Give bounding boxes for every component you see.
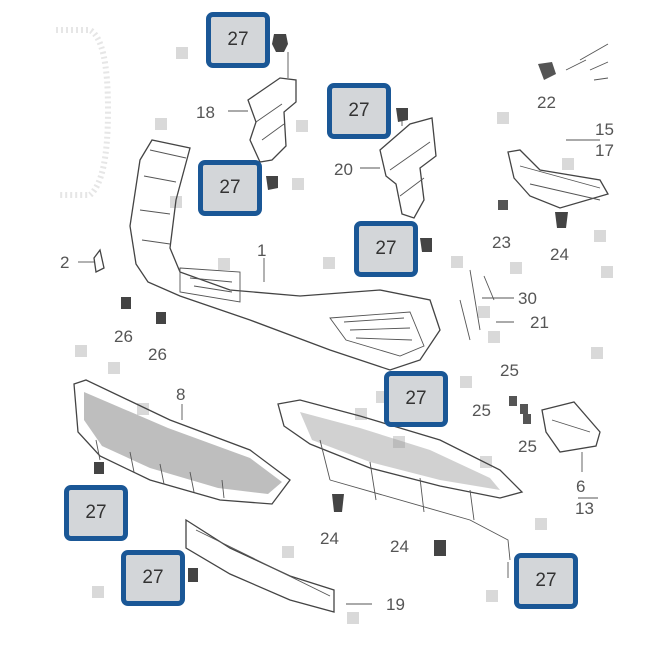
strip-19-drawing bbox=[185, 518, 372, 613]
label-part-8: 8 bbox=[176, 385, 185, 404]
label-part-23: 23 bbox=[492, 233, 511, 252]
label-part-1: 1 bbox=[257, 241, 266, 260]
bracket-18-drawing bbox=[228, 52, 297, 163]
label-part-6: 6 bbox=[576, 477, 585, 496]
label-part-30: 30 bbox=[518, 289, 537, 308]
label-part-18: 18 bbox=[196, 103, 215, 122]
label-part-24-b: 24 bbox=[320, 529, 339, 548]
label-part-24-c: 24 bbox=[390, 537, 409, 556]
label-part-26-a: 26 bbox=[114, 327, 133, 346]
label-part-25-c: 25 bbox=[518, 437, 537, 456]
label-part-24-a: 24 bbox=[550, 245, 569, 264]
part-labels: 18 20 1 2 26 26 8 22 15 17 23 24 30 21 2… bbox=[60, 93, 614, 614]
callout-27-center-bracket[interactable]: 27 bbox=[354, 221, 418, 277]
callout-27-lower-right[interactable]: 27 bbox=[514, 553, 578, 609]
callout-27-upper-center[interactable]: 27 bbox=[327, 83, 391, 139]
callout-27-top[interactable]: 27 bbox=[206, 12, 270, 68]
part-2-drawing bbox=[78, 248, 105, 273]
clips-26-drawing bbox=[121, 297, 166, 324]
bracket-20-drawing bbox=[360, 114, 437, 219]
beam-15-drawing bbox=[507, 43, 609, 209]
label-part-25-b: 25 bbox=[472, 401, 491, 420]
grille-8-drawing bbox=[73, 379, 291, 505]
placeholder-markers bbox=[75, 47, 613, 624]
callout-27-lower-center[interactable]: 27 bbox=[384, 371, 448, 427]
label-part-13: 13 bbox=[575, 499, 594, 518]
label-part-21: 21 bbox=[530, 313, 549, 332]
bracket-6-drawing bbox=[541, 401, 601, 499]
label-part-19: 19 bbox=[386, 595, 405, 614]
callout-27-lower-left[interactable]: 27 bbox=[121, 550, 185, 606]
bumper-cover-drawing bbox=[129, 139, 514, 371]
callout-27-left-bracket[interactable]: 27 bbox=[198, 160, 262, 216]
label-part-2: 2 bbox=[60, 253, 69, 272]
clips-25-drawing bbox=[509, 396, 531, 424]
fasteners-drawing bbox=[94, 34, 568, 582]
callout-27-grille[interactable]: 27 bbox=[64, 485, 128, 541]
label-part-15: 15 bbox=[595, 120, 614, 139]
label-part-22: 22 bbox=[537, 93, 556, 112]
label-part-17: 17 bbox=[595, 141, 614, 160]
label-part-26-b: 26 bbox=[148, 345, 167, 364]
lower-absorber-drawing bbox=[277, 399, 524, 561]
label-part-20: 20 bbox=[334, 160, 353, 179]
label-part-25-a: 25 bbox=[500, 361, 519, 380]
